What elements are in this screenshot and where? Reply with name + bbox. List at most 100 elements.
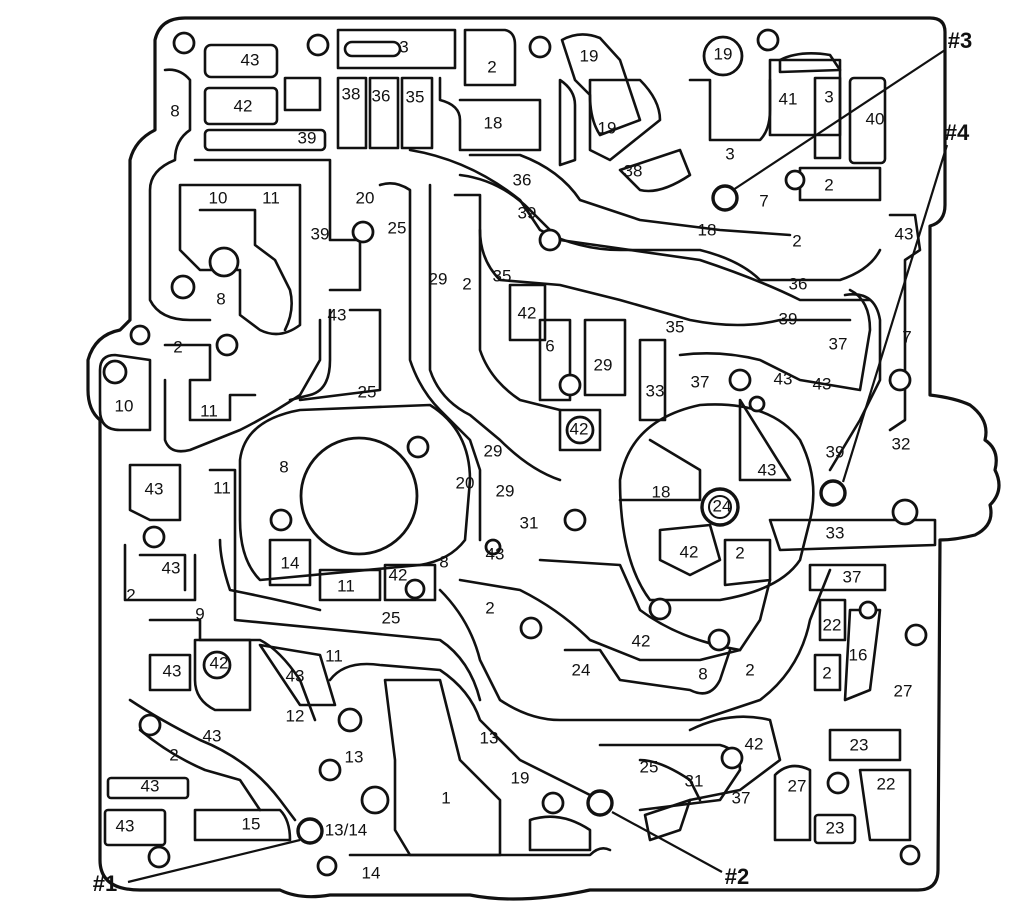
channel-label: 11 (325, 646, 343, 665)
bolt-hole (904, 623, 928, 647)
bolt-hole (538, 228, 562, 252)
channel-43-lower (148, 653, 192, 692)
channel-label: 37 (829, 334, 848, 353)
channel-label: 42 (518, 303, 537, 322)
channel-ring-8 (238, 403, 472, 582)
bolt-hole (147, 845, 171, 869)
channel-arc-right (778, 52, 842, 74)
channel-label: 8 (170, 101, 179, 120)
channel-label: 2 (824, 175, 833, 194)
channel-label: 43 (774, 369, 793, 388)
channel-10-left (98, 353, 152, 432)
channel-18-circle (618, 438, 702, 502)
channel-43-circle (738, 398, 792, 482)
channel-label: 43 (241, 50, 260, 69)
channel-11-left (163, 343, 257, 422)
channel-label: 24 (713, 496, 732, 515)
channel-label: 33 (646, 381, 665, 400)
channel-2-right (798, 166, 882, 202)
bolt-hole (170, 274, 196, 300)
channel-label: 42 (389, 565, 408, 584)
channel-label: 37 (691, 372, 710, 391)
channel-label: 42 (210, 653, 229, 672)
channel-label: 43 (895, 224, 914, 243)
channel-label: 8 (279, 457, 288, 476)
channel-31-lower (638, 758, 702, 802)
channel-label: 25 (640, 757, 659, 776)
channel-label: 1 (441, 788, 450, 807)
channel-42-box (558, 408, 602, 452)
channel-29-vert (428, 183, 562, 482)
channel-39-left (193, 158, 362, 292)
channel-square-top (283, 76, 322, 112)
channel-2-top (463, 28, 517, 87)
channel-43-mid (288, 308, 332, 402)
channel-25-lower (598, 743, 742, 812)
bolt-hole (541, 791, 565, 815)
channel-label: 2 (173, 337, 182, 356)
channel-3-slot (343, 40, 402, 58)
bolt-hole (337, 707, 363, 733)
bolt-hole (891, 498, 919, 526)
channel-label: 35 (666, 317, 685, 336)
channel-25-vert (378, 182, 482, 542)
bolt-hole (563, 508, 587, 532)
channel-circle-outer (618, 403, 815, 602)
channel-label: 18 (484, 113, 503, 132)
channel-label: 42 (680, 542, 699, 561)
channel-label: 7 (759, 191, 768, 210)
channel-label: 43 (145, 479, 164, 498)
channel-label: 22 (823, 615, 842, 634)
channel-label: 18 (698, 220, 717, 239)
channel-3-right (813, 76, 842, 160)
channel-label: 35 (406, 87, 425, 106)
channel-33 (638, 338, 667, 422)
bolt-hole (406, 435, 430, 459)
check-ball-24-inner (708, 495, 732, 519)
channel-42-mid (508, 283, 547, 342)
channel-label: 43 (486, 544, 505, 563)
channel-43-bottom (106, 776, 190, 800)
channel-8-lower (438, 568, 832, 722)
bolt-hole (784, 169, 806, 191)
channel-label: 38 (624, 161, 643, 180)
channel-2-circle (723, 538, 772, 587)
channel-label: 31 (685, 771, 704, 790)
check-ball-3 (711, 184, 739, 212)
channel-label: 13/14 (325, 820, 368, 839)
leader-3 (732, 49, 946, 191)
leader-4 (841, 144, 949, 483)
channel-42-inner (383, 563, 437, 602)
channel-label: 40 (866, 109, 885, 128)
channel-10-11 (178, 183, 302, 336)
channel-label: 8 (216, 289, 225, 308)
channel-label: 27 (894, 681, 913, 700)
channel-label: 39 (298, 128, 317, 147)
channel-label: 29 (496, 481, 515, 500)
channel-2-lowcenter (458, 578, 772, 662)
channel-label: 35 (493, 266, 512, 285)
channel-label: 16 (849, 645, 868, 664)
channel-14-bottom (348, 847, 612, 857)
channel-label: 43 (203, 726, 222, 745)
channel-slot-a (558, 78, 577, 167)
bolt-hole-small (858, 600, 878, 620)
channel-label: 43 (163, 661, 182, 680)
channel-label: 14 (362, 863, 381, 882)
callout-4: #4 (945, 120, 970, 145)
channel-label: 3 (399, 37, 408, 56)
leader-2 (611, 811, 723, 873)
channel-label: 2 (169, 745, 178, 764)
bolt-hole (172, 31, 196, 55)
bolt-hole (102, 359, 128, 385)
channel-label: 8 (698, 664, 707, 683)
channel-8-inner (198, 208, 293, 332)
channel-label: 42 (745, 734, 764, 753)
channel-label: 3 (725, 144, 734, 163)
bolt-hole-small (484, 538, 502, 556)
bolt-hole-42 (565, 415, 595, 445)
channel-2-leftmid (123, 543, 197, 602)
channel-22-right (818, 598, 847, 642)
channel-label: 13 (345, 747, 364, 766)
